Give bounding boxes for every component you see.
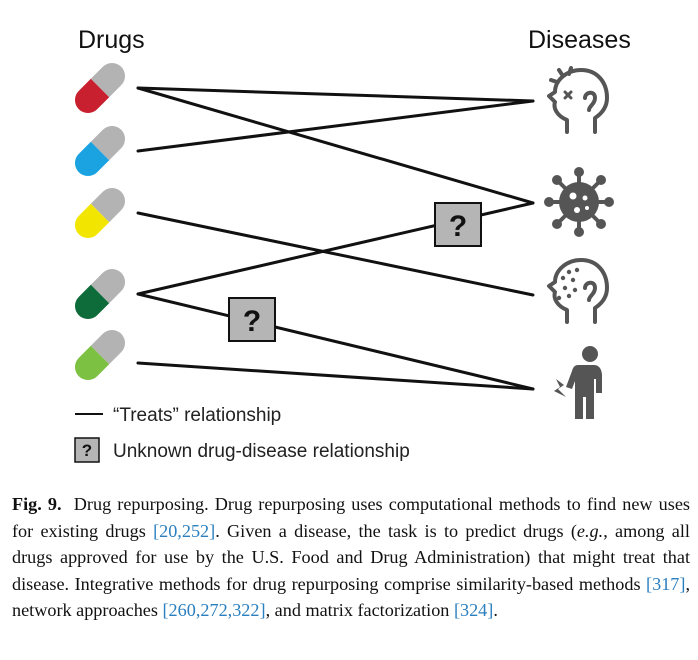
legend-unknown-marker: ?: [82, 441, 92, 460]
yellow-capsule: [75, 188, 125, 238]
figure-caption: Fig. 9. Drug repurposing. Drug repurposi…: [12, 491, 690, 624]
head-rash-icon: [547, 258, 609, 324]
diseases-header: Diseases: [528, 26, 631, 54]
citation-link[interactable]: [260,272,322]: [162, 600, 266, 620]
treats-edges: [136, 86, 535, 391]
legend-unknown-swatch: [74, 437, 100, 463]
drugs-header: Drugs: [78, 26, 145, 54]
edge-blue-to-head-pain: [136, 99, 535, 153]
drug-capsules: [75, 63, 125, 380]
citation-link[interactable]: [317]: [646, 573, 686, 594]
injured-person-icon: [554, 346, 602, 419]
caption-text: , among all drugs approved for use by th…: [12, 520, 690, 594]
edge-red-to-virus: [136, 86, 535, 205]
drug-repurposing-diagram: Drugs Diseases ? ?: [74, 26, 631, 463]
red-capsule: [75, 63, 125, 113]
head-pain-icon: [547, 66, 609, 134]
unknown-relationship-box-lower: ?: [228, 297, 276, 342]
light-green-capsule: [75, 330, 125, 380]
dark-green-capsule: [75, 269, 125, 319]
blue-capsule: [75, 126, 125, 176]
unknown-relationship-box-upper: ?: [434, 202, 482, 247]
legend-unknown-label: Unknown drug-disease relationship: [113, 441, 410, 462]
virus-icon: [544, 167, 614, 237]
edge-red-to-head-pain: [136, 86, 535, 103]
unknown-marker: ?: [243, 305, 261, 338]
citation-link[interactable]: [324]: [453, 600, 494, 620]
caption-text: Drug repurposing. Drug repurposing uses …: [12, 494, 690, 541]
caption-text: , network approaches: [12, 573, 690, 621]
caption-text: . Given a disease, the task is to predic…: [215, 520, 577, 541]
figure-label: Fig. 9.: [12, 494, 62, 514]
caption-body: Drug repurposing. Drug repurposing uses …: [12, 494, 690, 620]
edge-light-green-to-injured: [136, 361, 535, 391]
caption-text: e.g.: [576, 520, 604, 541]
legend-treats-label: “Treats” relationship: [113, 405, 281, 426]
legend: “Treats” relationship ? Unknown drug-dis…: [74, 405, 410, 463]
caption-text: , and matrix factorization: [265, 600, 454, 620]
edge-dark-green-to-injured: [136, 292, 535, 391]
caption-text: .: [493, 600, 498, 620]
unknown-marker: ?: [449, 210, 467, 243]
edge-yellow-to-head-rash: [136, 211, 535, 297]
citation-link[interactable]: [20,252]: [153, 520, 216, 541]
